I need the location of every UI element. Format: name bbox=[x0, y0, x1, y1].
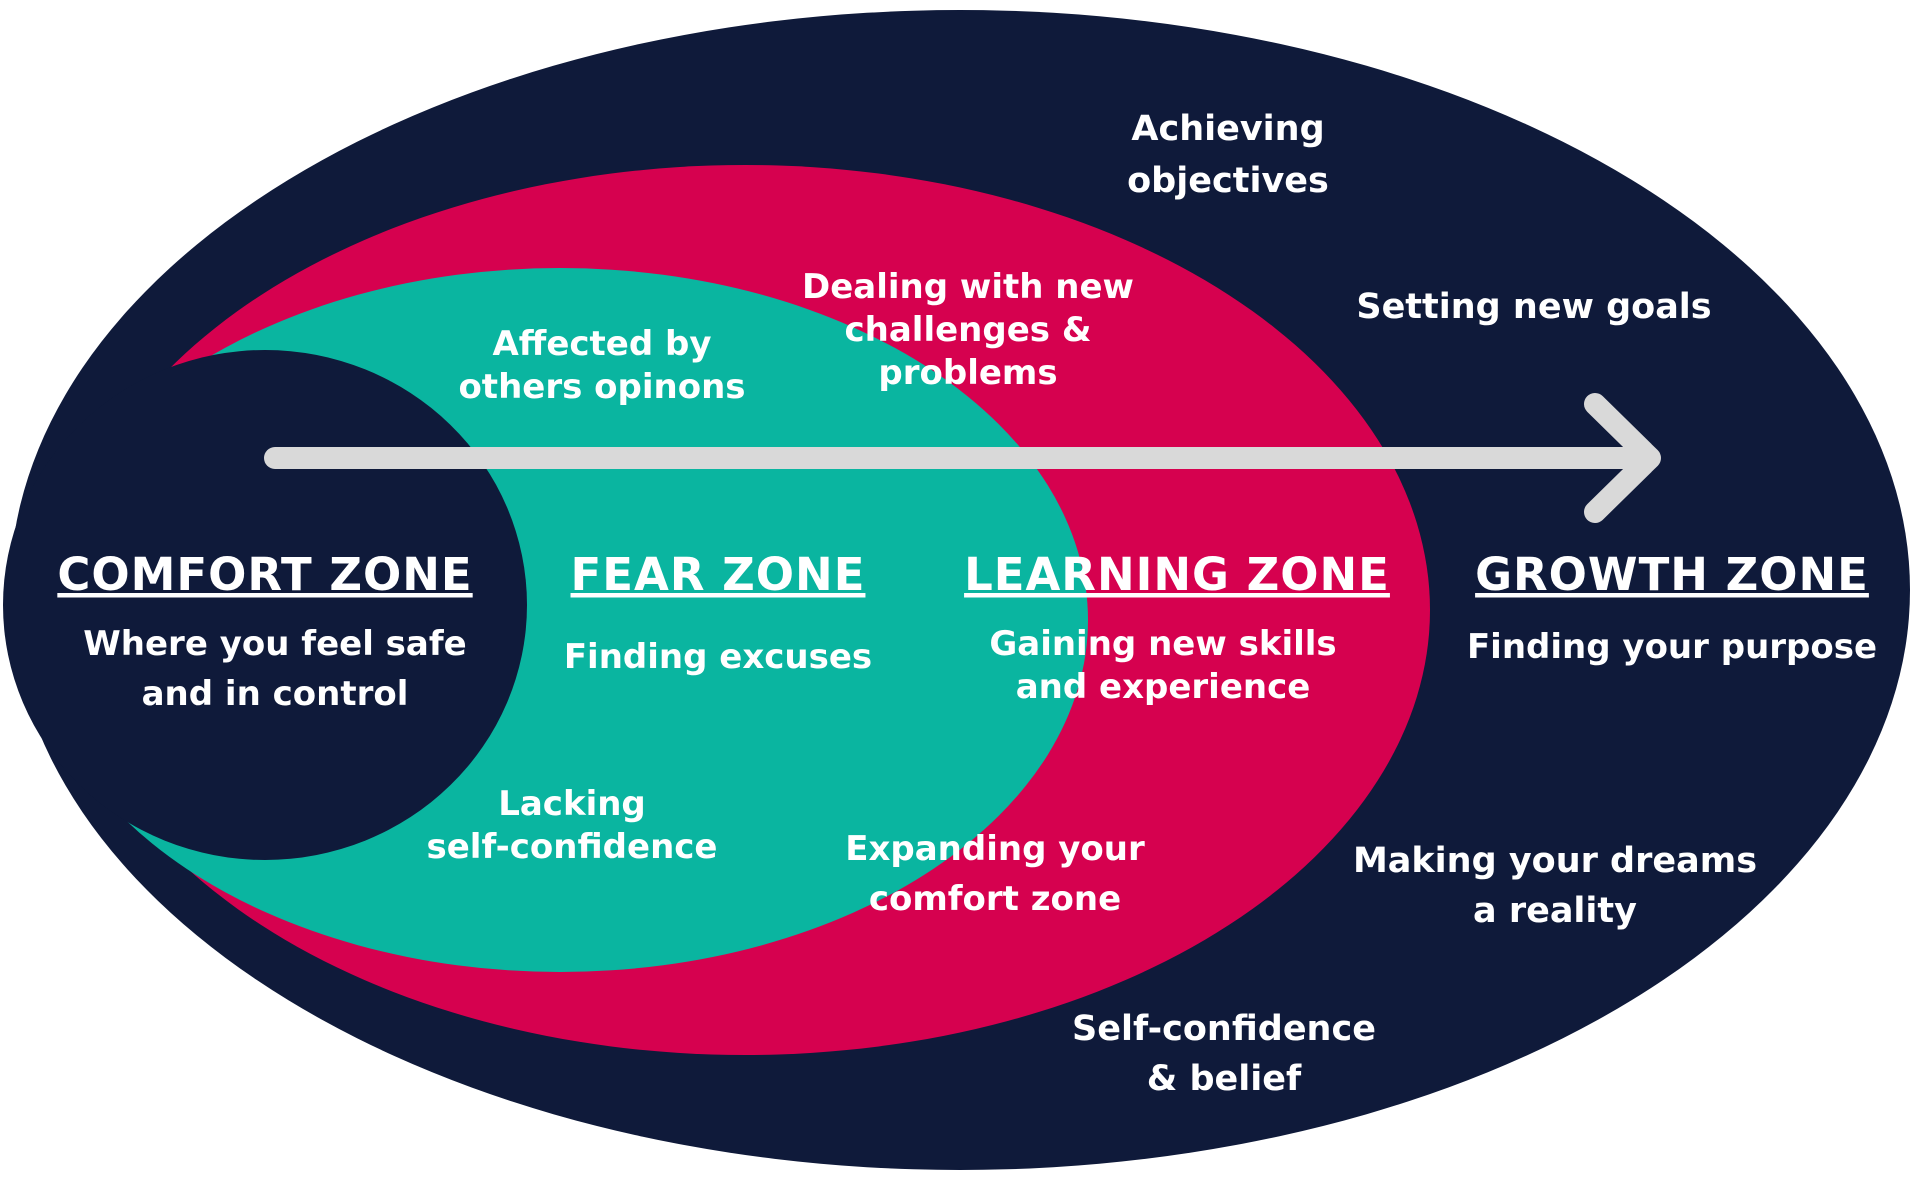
growth-item-dreams-line1: Making your dreams bbox=[1353, 841, 1757, 881]
growth-item-achieving-line2: objectives bbox=[1127, 161, 1329, 201]
growth-zone-desc: Finding your purpose bbox=[1467, 627, 1877, 667]
learning-zone-bottom-line2: comfort zone bbox=[869, 879, 1121, 919]
fear-zone-desc: Finding excuses bbox=[564, 637, 872, 677]
growth-item-setting-goals: Setting new goals bbox=[1356, 287, 1711, 327]
learning-zone-desc-line2: and experience bbox=[1016, 667, 1311, 707]
learning-zone-top-line1: Dealing with new bbox=[802, 267, 1134, 307]
fear-zone-bottom-line2: self-confidence bbox=[427, 827, 718, 867]
growth-item-confidence-line1: Self-confidence bbox=[1072, 1009, 1376, 1049]
comfort-zone-desc-line1: Where you feel safe bbox=[83, 624, 466, 664]
comfort-zone-desc-line2: and in control bbox=[142, 674, 409, 714]
learning-zone-desc-line1: Gaining new skills bbox=[989, 624, 1336, 664]
fear-zone-title: FEAR ZONE bbox=[571, 548, 866, 601]
growth-item-confidence-line2: & belief bbox=[1147, 1059, 1302, 1099]
growth-item-achieving-line1: Achieving bbox=[1131, 109, 1324, 149]
learning-zone-title: LEARNING ZONE bbox=[964, 548, 1390, 601]
growth-zone-title: GROWTH ZONE bbox=[1475, 548, 1869, 601]
fear-zone-top-line2: others opinons bbox=[458, 367, 745, 407]
learning-zone-bottom-line1: Expanding your bbox=[845, 829, 1145, 869]
fear-zone-bottom-line1: Lacking bbox=[498, 784, 646, 824]
comfort-zone-ellipse bbox=[3, 350, 527, 860]
learning-zone-top-line3: problems bbox=[878, 353, 1057, 393]
growth-item-dreams-line2: a reality bbox=[1473, 891, 1637, 931]
fear-zone-top-line1: Affected by bbox=[492, 324, 711, 364]
right-arrow-icon bbox=[264, 393, 1661, 523]
comfort-zone-title: COMFORT ZONE bbox=[57, 548, 472, 601]
learning-zone-top-line2: challenges & bbox=[845, 310, 1092, 350]
